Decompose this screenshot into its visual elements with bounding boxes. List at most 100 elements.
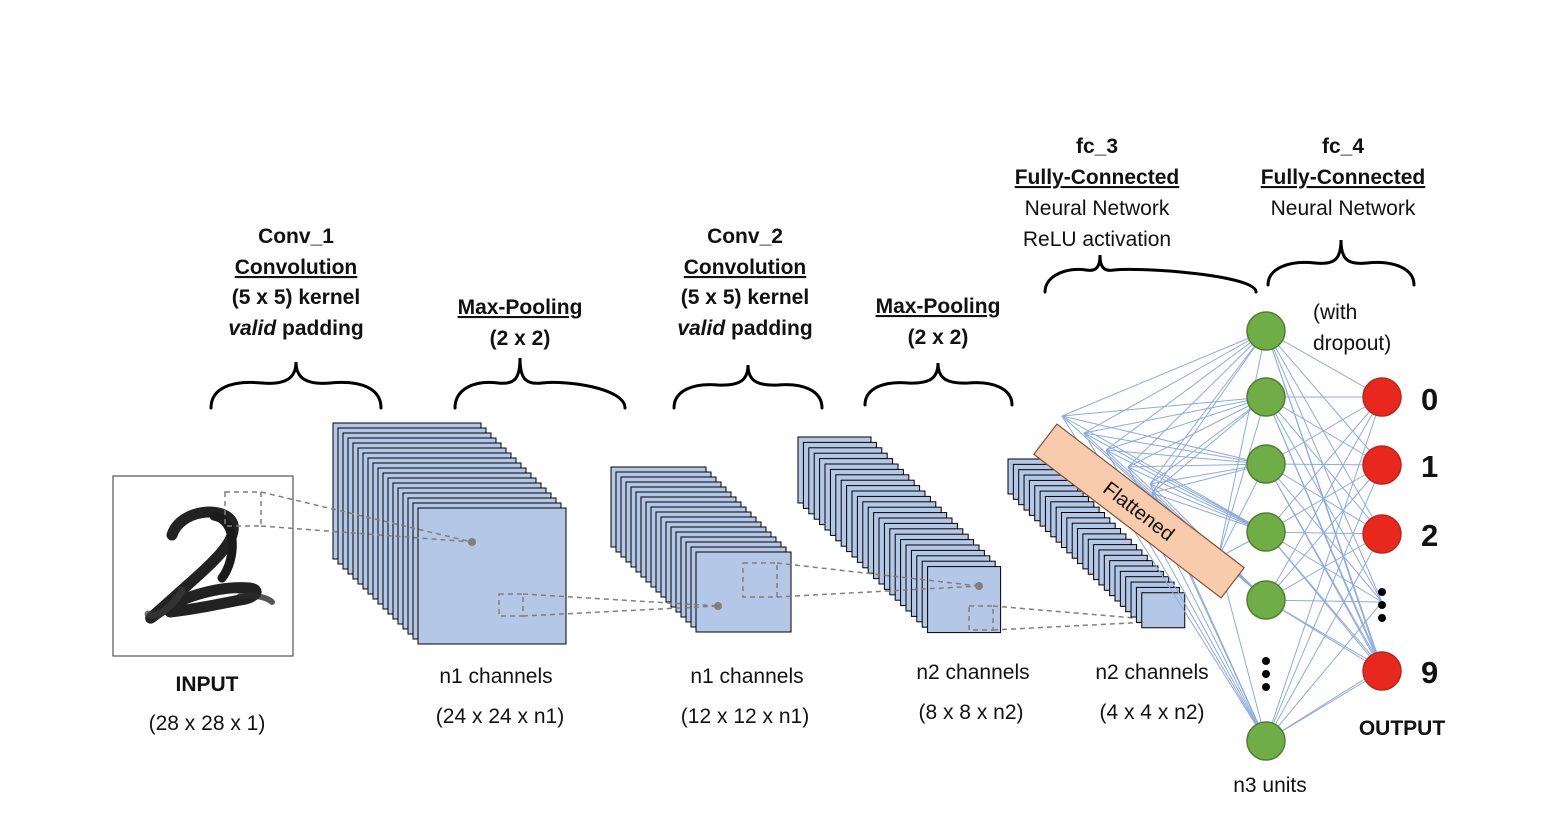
- connection-line: [1061, 330, 1267, 417]
- connection-line: [1151, 330, 1267, 494]
- output-digit-9: 9: [1421, 655, 1438, 690]
- pool2-output-dims: (4 x 4 x n2): [1099, 701, 1204, 724]
- fc3-node-6: [1246, 721, 1286, 761]
- conv1-feature-map: [417, 507, 567, 645]
- flatten-feature-map: [1141, 592, 1186, 629]
- fc3-node-5: [1246, 580, 1286, 620]
- fc4-note-line2: dropout): [1313, 332, 1391, 355]
- conv1-output-channels: n1 channels: [439, 665, 552, 688]
- fc3-brace: [1043, 254, 1258, 294]
- connection-line: [1127, 330, 1267, 468]
- connection-line: [1149, 483, 1267, 533]
- conv2-brace: [672, 364, 824, 410]
- connection-line: [1265, 330, 1383, 466]
- connection-line: [1083, 432, 1267, 465]
- connection-line: [1265, 396, 1383, 742]
- output-node-9: [1362, 651, 1402, 691]
- connection-line: [1149, 396, 1267, 485]
- connection-line: [1265, 330, 1383, 669]
- conv1-type: Convolution: [235, 256, 357, 279]
- connection-line: [1105, 449, 1267, 533]
- connection-line: [1265, 464, 1383, 742]
- connection-line: [1265, 599, 1383, 669]
- fc4-type: Fully-Connected: [1261, 166, 1426, 189]
- connection-line: [1265, 667, 1383, 742]
- connection-line: [1265, 531, 1383, 669]
- handwritten-digit-glyph: [144, 506, 275, 624]
- fc3-node-3: [1246, 444, 1286, 484]
- fc4-line1: Neural Network: [1271, 197, 1416, 220]
- conv1-kernel: (5 x 5) kernel: [232, 286, 360, 309]
- pool2-size: (2 x 2): [908, 326, 969, 349]
- connection-line: [1265, 330, 1383, 535]
- pool2-output-channels: n2 channels: [1095, 661, 1208, 684]
- pool1-type: Max-Pooling: [458, 296, 583, 319]
- output-node-0: [1362, 377, 1402, 417]
- output-ellipsis-icon: [1378, 588, 1386, 622]
- conv1-output-dims: (24 x 24 x n1): [436, 705, 564, 728]
- connection-line: [1265, 330, 1383, 398]
- connection-line: [1083, 432, 1267, 533]
- pool1-size: (2 x 2): [490, 327, 551, 350]
- fc3-node-1: [1246, 311, 1286, 351]
- output-digit-1: 1: [1421, 449, 1438, 484]
- pool1-brace: [453, 357, 627, 410]
- conv2-kernel: (5 x 5) kernel: [681, 286, 809, 309]
- conv2-type: Convolution: [684, 256, 806, 279]
- output-digit-2: 2: [1421, 518, 1438, 553]
- conv2-feature-map: [927, 566, 1002, 634]
- connection-line: [1151, 396, 1267, 494]
- connection-line: [1061, 415, 1267, 465]
- fc3-nodes: [1246, 311, 1286, 761]
- conv2-name: Conv_2: [707, 225, 783, 248]
- fc4-note-line1: (with: [1313, 301, 1357, 324]
- output-digit-0: 0: [1421, 382, 1438, 417]
- conv1-padding-italic: valid: [228, 317, 277, 340]
- pool2-type: Max-Pooling: [876, 295, 1001, 318]
- conv2-padding: valid padding: [677, 317, 812, 340]
- connection-line: [1265, 330, 1383, 603]
- fc3-line1: Neural Network: [1025, 197, 1170, 220]
- pool1-feature-maps: [610, 466, 792, 633]
- connection-line: [1105, 396, 1267, 451]
- connection-line: [1265, 463, 1383, 669]
- conv2-padding-italic: valid: [677, 317, 726, 340]
- conv2-output-channels: n2 channels: [916, 661, 1029, 684]
- input-dims: (28 x 28 x 1): [149, 712, 266, 735]
- conv2-output-dims: (8 x 8 x n2): [918, 701, 1023, 724]
- output-node-1: [1362, 445, 1402, 485]
- connection-line: [1151, 492, 1267, 533]
- connection-line: [1265, 396, 1383, 533]
- input-image: [112, 475, 294, 657]
- fc4-brace: [1266, 239, 1416, 287]
- fc3-type: Fully-Connected: [1015, 166, 1180, 189]
- connection-line: [1265, 396, 1383, 669]
- connection-line: [1127, 463, 1267, 468]
- input-receptive-field: [224, 491, 262, 527]
- connection-line: [1149, 330, 1267, 485]
- conv1-padding: valid padding: [228, 317, 363, 340]
- connection-line: [1083, 396, 1267, 434]
- input-label: INPUT: [176, 673, 239, 696]
- connection-line: [1265, 601, 1383, 742]
- fc3-name: fc_3: [1076, 135, 1118, 158]
- conv1-feature-maps: [332, 422, 567, 645]
- conv1-padding-rest: padding: [276, 317, 364, 340]
- connection-line: [1105, 330, 1267, 451]
- pool1-output-channels: n1 channels: [690, 665, 803, 688]
- connection-line: [1265, 396, 1383, 465]
- output-nodes: [1362, 377, 1402, 691]
- fc3-units: n3 units: [1233, 774, 1307, 797]
- connection-line: [1217, 330, 1267, 559]
- conv1-brace: [209, 361, 383, 410]
- conv2-feature-maps: [797, 436, 1002, 634]
- fc3-node-2: [1246, 377, 1286, 417]
- fc4-name: fc_4: [1322, 135, 1364, 158]
- conv2-padding-rest: padding: [725, 317, 813, 340]
- connection-line: [1083, 330, 1267, 434]
- connection-line: [1127, 466, 1267, 533]
- output-node-2: [1362, 514, 1402, 554]
- flatten-feature-maps: [1007, 458, 1186, 629]
